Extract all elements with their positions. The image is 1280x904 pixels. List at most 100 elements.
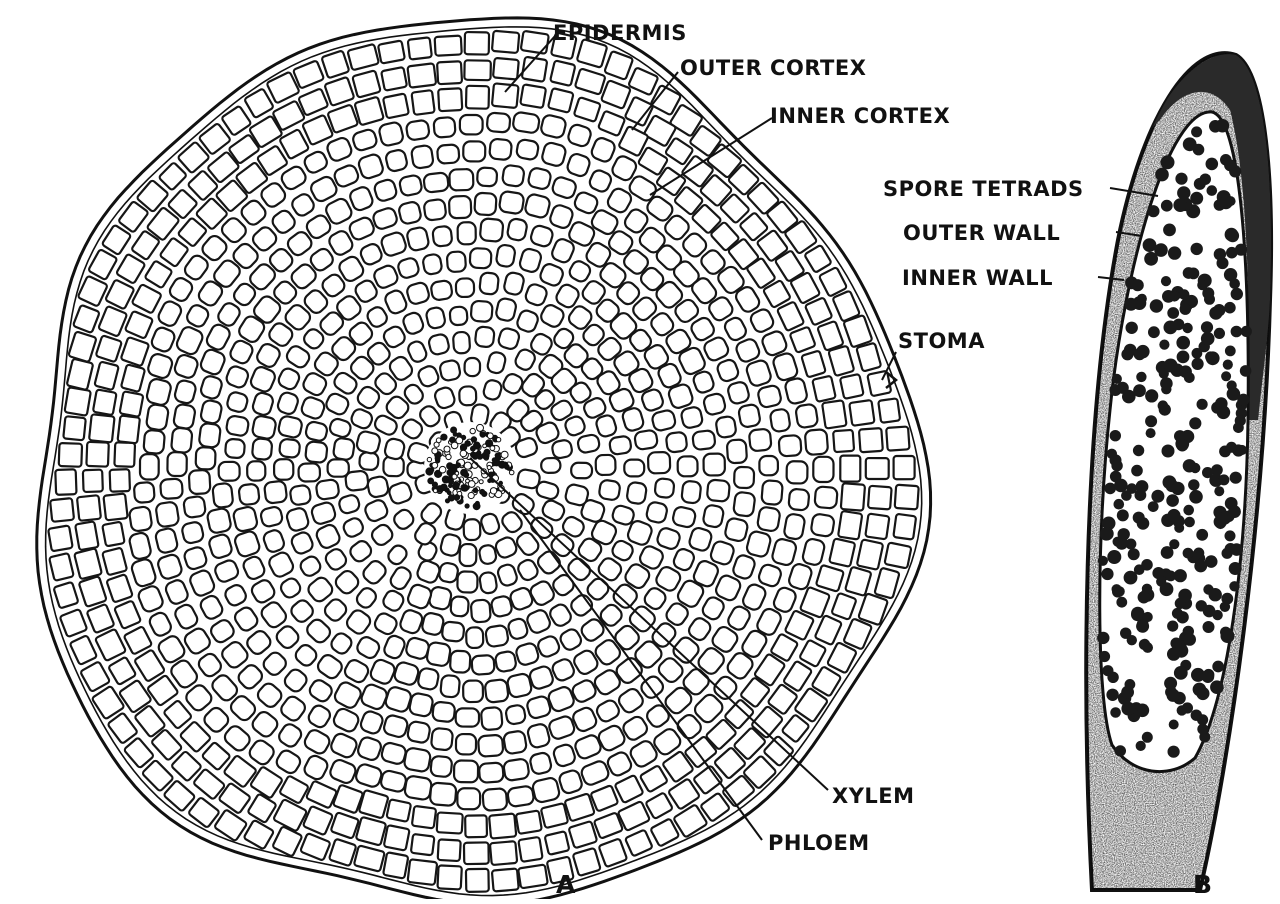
cell: [479, 272, 499, 295]
cell: [788, 489, 809, 511]
cell: [626, 482, 647, 505]
spore: [1179, 289, 1190, 300]
cell: [654, 478, 674, 498]
cell: [813, 457, 833, 482]
cell: [200, 399, 223, 424]
cell: [470, 248, 492, 269]
spore: [1227, 387, 1241, 401]
cell: [384, 825, 410, 851]
cell: [506, 673, 532, 699]
panel-label-a: A: [556, 870, 576, 899]
spore: [1204, 294, 1215, 305]
spore: [1167, 509, 1180, 522]
spore: [1160, 377, 1173, 390]
cell: [518, 864, 548, 888]
cell: [252, 438, 273, 460]
spore: [1220, 602, 1230, 612]
cell: [478, 735, 504, 757]
cell: [408, 692, 433, 717]
spore: [1171, 482, 1184, 495]
cell: [140, 454, 159, 479]
spore: [1177, 351, 1190, 364]
cell: [492, 83, 519, 108]
cell: [238, 483, 260, 505]
stele-cell: [487, 433, 493, 439]
spore: [1128, 548, 1140, 560]
cell: [171, 427, 193, 453]
spore: [1168, 246, 1181, 259]
cell: [277, 415, 303, 439]
cell: [83, 470, 103, 492]
cell: [770, 408, 791, 432]
spore: [1146, 428, 1156, 438]
spore: [1145, 415, 1157, 427]
spore: [1217, 406, 1231, 420]
spore: [1229, 581, 1239, 591]
cell: [173, 403, 196, 429]
cell: [479, 571, 498, 594]
stele-cell: [471, 446, 476, 451]
cell: [672, 506, 697, 529]
spore: [1142, 642, 1153, 653]
spore: [1191, 243, 1203, 255]
cell: [466, 869, 489, 892]
stele-cell: [462, 485, 469, 492]
cell: [196, 447, 216, 470]
cell: [406, 226, 430, 251]
cell: [422, 253, 443, 275]
cell: [477, 167, 497, 186]
spore: [1111, 460, 1122, 471]
cell: [865, 514, 889, 540]
spore: [1241, 326, 1252, 337]
cell: [779, 435, 802, 457]
cell: [466, 86, 489, 109]
spore: [1231, 288, 1243, 300]
spore: [1221, 371, 1231, 381]
cell: [459, 544, 476, 566]
cell: [305, 441, 328, 463]
stele-cell: [487, 466, 491, 470]
cell: [489, 138, 512, 160]
spore: [1184, 372, 1195, 383]
stele-cell: [490, 488, 496, 494]
cell: [454, 760, 478, 782]
cell: [680, 406, 703, 429]
cell: [110, 469, 130, 492]
cell: [298, 463, 320, 481]
cell: [49, 553, 74, 581]
inner-cortex-label: INNER CORTEX: [770, 104, 950, 128]
spore: [1112, 374, 1122, 384]
cell: [378, 121, 404, 147]
spore: [1121, 348, 1133, 360]
cell: [840, 456, 860, 482]
cell: [738, 404, 761, 428]
spore: [1125, 679, 1136, 690]
stele-cell: [480, 432, 485, 437]
cell: [759, 456, 778, 475]
cell: [878, 398, 900, 423]
cell: [495, 297, 517, 322]
spore: [1192, 348, 1203, 359]
cell: [757, 506, 781, 532]
stele-cell: [451, 442, 458, 449]
cell: [868, 486, 892, 510]
cell: [894, 456, 915, 479]
cell: [437, 61, 462, 84]
stele-cell: [448, 495, 454, 501]
cell: [274, 459, 293, 480]
cell: [333, 437, 355, 460]
spore: [1190, 192, 1203, 205]
spore: [1214, 486, 1224, 496]
stele-cell: [509, 470, 514, 475]
cell: [516, 139, 540, 161]
cell: [463, 680, 483, 702]
cell: [167, 452, 187, 476]
cell: [386, 799, 411, 822]
spore: [1159, 340, 1169, 350]
spore: [1106, 689, 1118, 701]
cell: [212, 483, 233, 508]
stele-cell: [439, 466, 446, 473]
stoma-label: STOMA: [898, 329, 985, 353]
stele-cell: [444, 446, 450, 452]
